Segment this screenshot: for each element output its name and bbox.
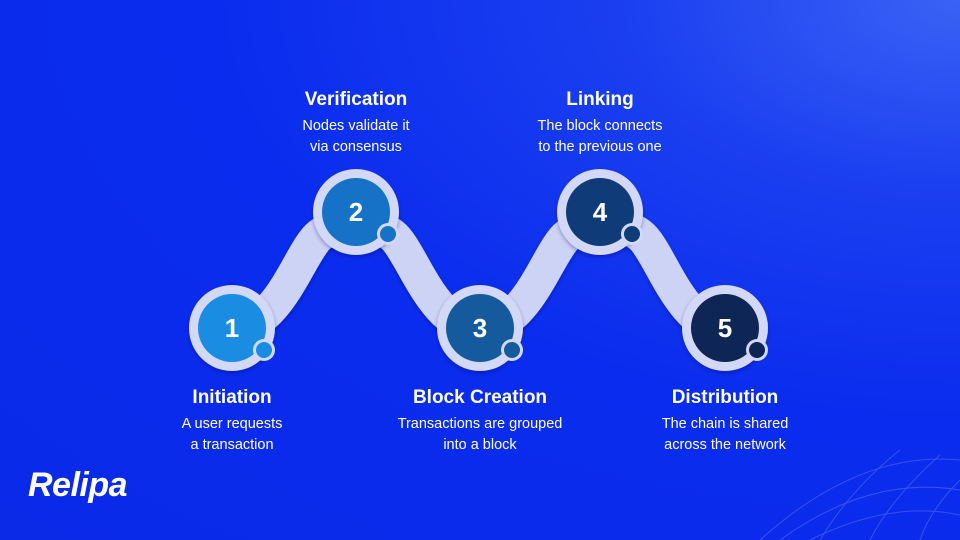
step-2-circle bbox=[322, 178, 390, 246]
step-4-circle bbox=[566, 178, 634, 246]
step-description: The chain is shared across the network bbox=[661, 416, 789, 453]
relipa-logo: Relipa bbox=[28, 466, 128, 504]
step-description: Nodes validate it via consensus bbox=[302, 118, 410, 155]
step-number: 3 bbox=[472, 313, 488, 343]
step-title: Linking bbox=[566, 89, 634, 110]
step-title: Initiation bbox=[192, 387, 272, 408]
step-4-dot bbox=[624, 226, 640, 242]
step-3-circle bbox=[446, 294, 514, 362]
step-number: 1 bbox=[224, 313, 240, 343]
globe-grid-decoration bbox=[760, 449, 960, 540]
step-title: Distribution bbox=[671, 387, 779, 408]
step-title: Block Creation bbox=[412, 387, 548, 408]
step-1-circle bbox=[198, 294, 266, 362]
step-number: 4 bbox=[592, 197, 608, 227]
step-title: Verification bbox=[304, 89, 408, 110]
step-1-text: Initiation A user requests a transaction bbox=[112, 386, 352, 456]
step-3-dot bbox=[504, 342, 520, 358]
step-description: A user requests a transaction bbox=[181, 416, 283, 453]
step-2-dot bbox=[380, 226, 396, 242]
step-5-circle bbox=[691, 294, 759, 362]
step-number: 5 bbox=[717, 313, 733, 343]
step-5-dot bbox=[749, 342, 765, 358]
step-description: Transactions are grouped into a block bbox=[397, 416, 563, 453]
step-1-dot bbox=[256, 342, 272, 358]
step-description: The block connects to the previous one bbox=[537, 118, 663, 155]
step-number: 2 bbox=[348, 197, 364, 227]
